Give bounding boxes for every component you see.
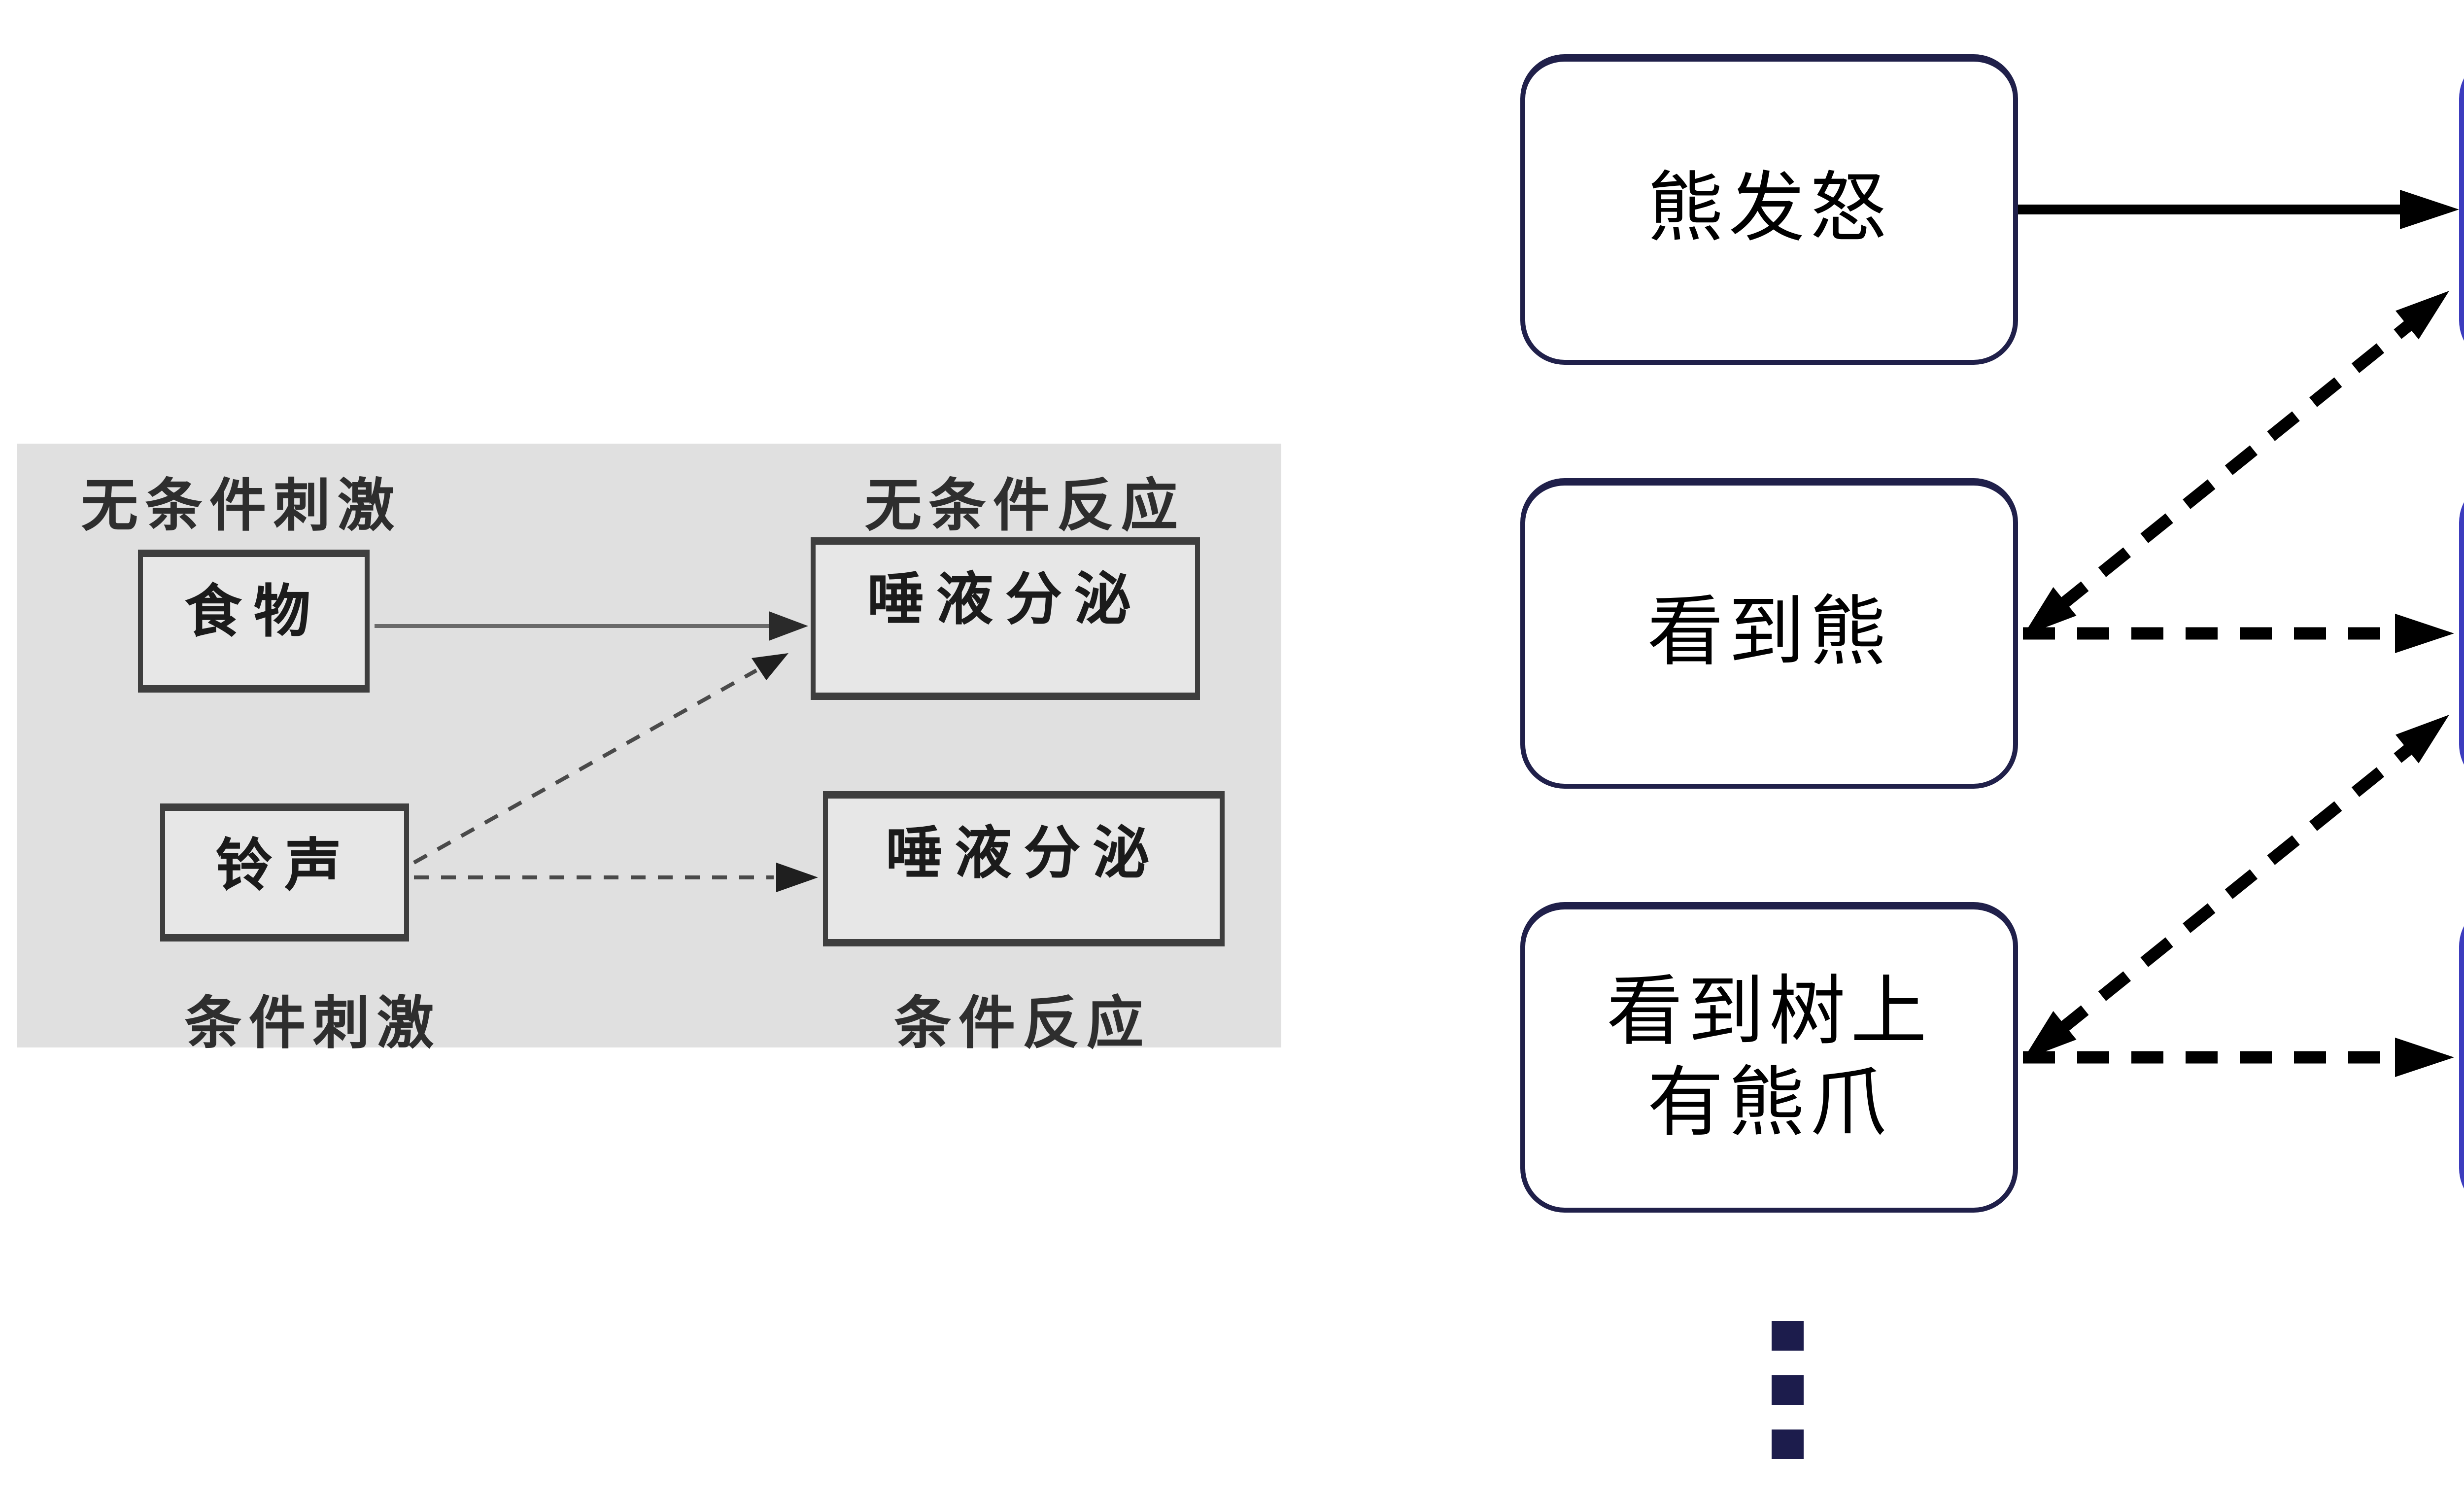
ellipsis-dot: [1772, 1321, 1804, 1351]
dashed-arrowhead-icon: [2396, 291, 2449, 340]
box-bell: 铃声: [160, 803, 409, 941]
dashed-arrowhead-icon: [2023, 587, 2077, 636]
dashed-arrowhead-icon: [2395, 614, 2454, 653]
value-box-vs-prime: V(s′): [2459, 478, 2464, 789]
dashed-diagonal-seebear-reward: [2056, 315, 2419, 611]
box-saliva-top: 唾液分泌: [811, 537, 1200, 700]
dashed-arrowhead-icon: [2395, 1038, 2454, 1077]
box-saliva-bottom: 唾液分泌: [823, 791, 1225, 946]
ellipsis-dot: [1772, 1429, 1804, 1459]
box-saliva-top-label: 唾液分泌: [867, 567, 1143, 631]
value-box-vs: V(s): [2459, 902, 2464, 1213]
value-box-reward: 奖励: [2459, 54, 2464, 365]
label-conditioned-response: 条件反应: [894, 991, 1151, 1055]
dashed-arrowhead-icon: [776, 863, 818, 892]
solid-arrowhead-icon: [769, 611, 808, 641]
dashed-arrowhead-icon: [2023, 1011, 2077, 1060]
state-box-see-claw: 看到树上 有熊爪: [1520, 902, 2018, 1213]
dashed-arrowhead-icon: [2396, 715, 2449, 764]
classical-conditioning-panel: 无条件刺激 无条件反应 条件刺激 条件反应 食物 唾液分泌 铃声 唾液分泌: [17, 444, 1281, 1055]
dashed-arrow-bell-to-saliva-top: [413, 668, 757, 865]
label-conditioned-stimulus: 条件刺激: [185, 991, 441, 1055]
box-bell-label: 铃声: [215, 833, 354, 897]
state-box-see-bear: 看到熊: [1520, 478, 2018, 789]
td-arrows: [2018, 190, 2459, 1077]
pavlov-arrows: [375, 611, 818, 892]
label-unconditioned-stimulus: 无条件刺激: [81, 473, 402, 537]
box-food: 食物: [138, 550, 370, 693]
ellipsis-dot: [1772, 1375, 1804, 1405]
dashed-diagonal-claw-vsprime: [2056, 739, 2419, 1035]
solid-arrowhead-icon: [2400, 190, 2459, 229]
box-saliva-bottom-label: 唾液分泌: [886, 821, 1162, 885]
dashed-arrowhead-icon: [752, 653, 788, 680]
box-food-label: 食物: [185, 579, 323, 643]
label-unconditioned-response: 无条件反应: [865, 473, 1185, 537]
state-box-bear-angry: 熊发怒: [1520, 54, 2018, 365]
